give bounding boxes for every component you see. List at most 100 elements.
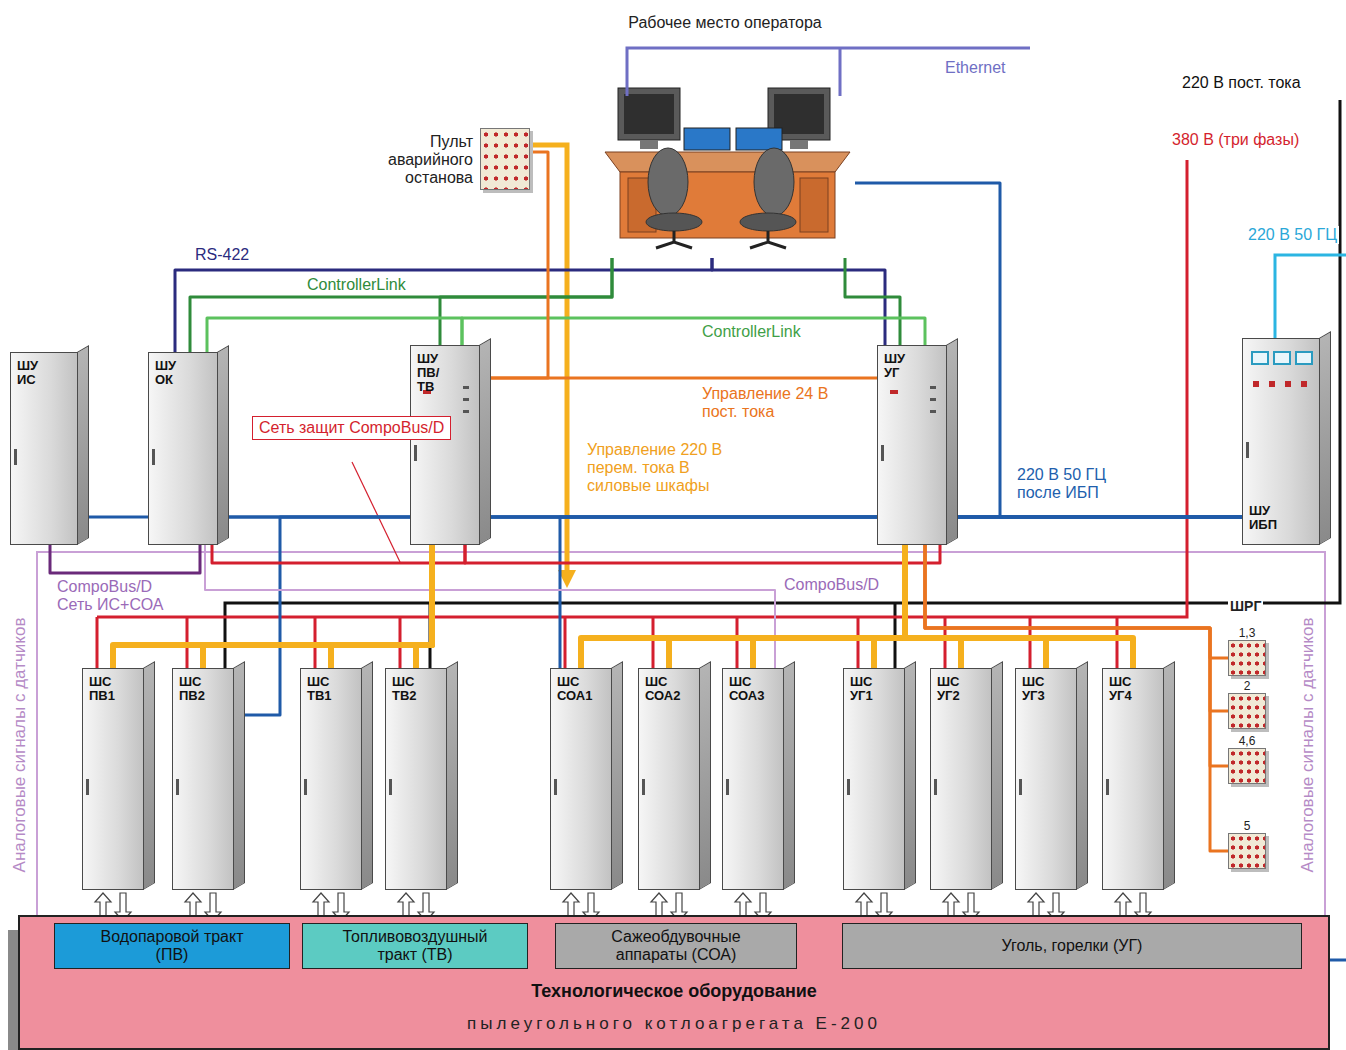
cabinet-handle — [176, 779, 179, 795]
node-text: ШУ ИБП — [1249, 504, 1277, 532]
cabinet-handle — [414, 445, 417, 461]
protection-leader — [352, 462, 400, 562]
connector — [462, 318, 925, 345]
power-cabinet: ШС СОА2 — [638, 668, 700, 890]
switch-mark — [463, 398, 469, 401]
burner-box: 4,6 — [1228, 748, 1266, 784]
breaker-mark — [1285, 381, 1291, 387]
breaker-mark — [1269, 381, 1275, 387]
burner-box: 5 — [1228, 833, 1266, 869]
node-text: Сажеобдувочные аппараты (СОА) — [591, 928, 761, 964]
workstation-illustration — [640, 140, 658, 149]
cabinet-handle — [389, 779, 392, 795]
node-text: Пульт аварийного останова — [383, 133, 473, 187]
control-cabinet: ШУ ИС — [10, 352, 78, 545]
burner-box: 1,3 — [1228, 640, 1266, 676]
connector-label: CompoBus/D Сеть ИС+СОА — [55, 578, 171, 614]
line-label: 380 В (три фазы) — [1170, 131, 1301, 149]
signal-note: Аналоговые сигналы с датчиков — [11, 616, 29, 875]
cabinet-handle — [86, 779, 89, 795]
node-text: ШС УГ4 — [1103, 669, 1132, 703]
node-text: ШС УГ3 — [1016, 669, 1045, 703]
power-cabinet: ШС ТВ2 — [385, 668, 447, 890]
cabinet-side — [446, 661, 458, 890]
power-cabinet: ШС УГ1 — [843, 668, 905, 890]
workstation-illustration — [648, 148, 688, 216]
emergency-panel: Пульт аварийного останова — [480, 128, 530, 190]
node-text: ШС ТВ1 — [301, 669, 332, 703]
connector — [874, 545, 905, 668]
workstation-illustration — [656, 231, 692, 248]
connector — [175, 258, 712, 352]
control-cabinet: ШУ ОК — [148, 352, 218, 545]
node-text: ШУ ПВ/ТВ — [411, 346, 439, 394]
workstation-illustration — [800, 178, 828, 232]
control-cabinet: ШУ ПВ/ТВ — [410, 345, 480, 545]
node-text: Сеть защит CompoBus/D — [259, 419, 444, 437]
power-cabinet: ШС УГ3 — [1015, 668, 1077, 890]
ac-220-line — [1275, 255, 1346, 338]
equipment-section: Сажеобдувочные аппараты (СОА) — [555, 923, 797, 969]
connector-label: Управление 24 В пост. тока — [700, 385, 854, 421]
connector-label: CompoBus/D — [782, 576, 881, 594]
cabinet-side — [217, 345, 229, 545]
cabinet-side — [699, 661, 711, 890]
workstation-illustration — [754, 148, 794, 216]
cabinet-handle — [1019, 779, 1022, 795]
connector — [905, 545, 961, 668]
cabinet-side — [1076, 661, 1088, 890]
cabinet-handle — [554, 779, 557, 795]
network-callout: Сеть защит CompoBus/D — [252, 416, 451, 440]
cabinet-side — [361, 661, 373, 890]
node-text: ШС УГ1 — [844, 669, 873, 703]
workstation-illustration — [605, 88, 850, 248]
switch-mark — [463, 410, 469, 413]
node-text: ШС СОА1 — [551, 669, 592, 703]
connector — [905, 545, 1133, 668]
ups-cabinet: ШУ ИБП — [1242, 338, 1320, 545]
connector-label: 220 В 50 ГЦ после ИБП — [1015, 466, 1139, 502]
node-text: ШС СОА2 — [639, 669, 680, 703]
node-text: ШС ПВ1 — [83, 669, 115, 703]
breaker-mark — [1253, 381, 1259, 387]
workstation-illustration — [750, 231, 786, 248]
equipment-band: Технологическое оборудованиепылеугольног… — [18, 915, 1330, 1050]
node-text: 1,3 — [1219, 627, 1275, 640]
cabinet-handle — [14, 449, 17, 465]
signal-note: Аналоговые сигналы с датчиков — [1299, 616, 1317, 875]
node-text: ШУ ОК — [149, 353, 176, 387]
workstation-illustration — [740, 213, 796, 231]
cabinet-side — [1163, 661, 1175, 890]
indicator — [890, 390, 898, 394]
connector-label: ControllerLink — [305, 276, 408, 294]
display-square — [1295, 351, 1313, 365]
connector — [331, 545, 432, 668]
cabinet-side — [991, 661, 1003, 890]
power-cabinet: ШС УГ2 — [930, 668, 992, 890]
workstation-illustration — [736, 128, 782, 150]
cabinet-handle — [642, 779, 645, 795]
operator-workstation: Рабочее место оператора — [595, 12, 855, 258]
switch-mark — [930, 398, 936, 401]
three-phase-line — [97, 160, 1187, 668]
connector-label: ControllerLink — [700, 323, 803, 341]
cabinet-side — [1319, 331, 1331, 545]
cabinet-handle — [304, 779, 307, 795]
control-cabinet: ШУ УГ — [877, 345, 947, 545]
connector — [669, 545, 905, 668]
node-text: Топливовоздушный тракт (ТВ) — [330, 928, 500, 964]
workstation-illustration — [646, 213, 702, 231]
equipment-section: Топливовоздушный тракт (ТВ) — [302, 923, 528, 969]
equipment-section: Уголь, горелки (УГ) — [842, 923, 1302, 969]
line-label: Управление 220 В перем. тока В силовые ш… — [585, 441, 739, 495]
cabinet-side — [946, 338, 958, 545]
display-square — [1273, 351, 1291, 365]
power-cabinet: ШС ПВ2 — [172, 668, 234, 890]
node-text: ШС ПВ2 — [173, 669, 205, 703]
connector — [925, 545, 1228, 658]
connector — [581, 545, 905, 668]
node-text: 2 — [1219, 680, 1275, 693]
cabinet-handle — [152, 449, 155, 465]
cabinet-side — [77, 345, 89, 545]
